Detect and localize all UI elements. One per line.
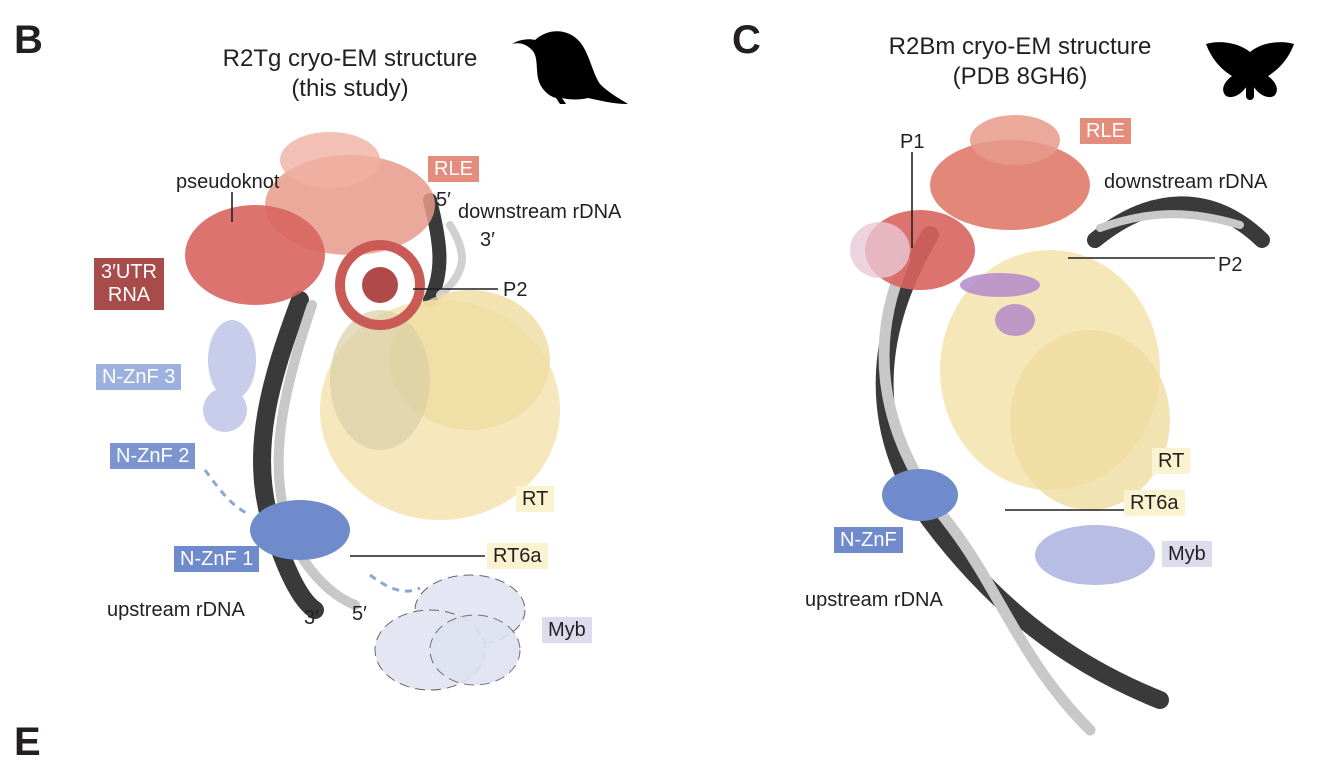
panel-b-nznf1-label: N-ZnF 1 [174, 546, 260, 572]
panel-b-upstream-label: upstream rDNA [107, 599, 245, 621]
panel-b-rt-label: RT [516, 486, 555, 512]
panel-c-upstream-label: upstream rDNA [805, 589, 943, 611]
panel-b-5prime-top-label: 5′ [436, 189, 451, 211]
panel-b-nznf3-label: N-ZnF 3 [96, 364, 182, 390]
panel-b-p2-label: P2 [503, 279, 528, 301]
panel-b-utr-rna-label: 3′UTR RNA [94, 258, 164, 310]
panel-b-title: R2Tg cryo-EM structure (this study) [190, 44, 510, 104]
panel-c-leader-lines [911, 152, 1215, 511]
panel-c-downstream-label: downstream rDNA [1104, 171, 1268, 193]
panel-b-nznf2-label: N-ZnF 2 [110, 443, 196, 469]
panel-c-title-line1: R2Bm cryo-EM structure [888, 33, 1152, 60]
panel-b-3prime-bottom-label: 3′ [304, 607, 319, 629]
bird-icon [512, 31, 628, 104]
panel-b-3prime-top-label: 3′ [480, 229, 495, 251]
panel-b-downstream-label: downstream rDNA [458, 201, 622, 223]
panel-c-myb-label: Myb [1162, 541, 1212, 567]
panel-b-rt6a-label: RT6a [487, 543, 548, 569]
structure-illustration [185, 31, 1294, 736]
panel-c-rt6a-label: RT6a [1124, 490, 1185, 516]
panel-c-nznf-label: N-ZnF [834, 527, 903, 553]
panel-b-myb-label: Myb [542, 617, 592, 643]
panel-b-pseudoknot-label: pseudoknot [176, 171, 280, 193]
panel-e-letter: E [14, 720, 41, 764]
panel-b-title-line1: R2Tg cryo-EM structure [222, 45, 478, 72]
panel-c-rt-label: RT [1152, 448, 1191, 474]
panel-c-rle-label: RLE [1080, 118, 1131, 144]
panel-c-p1-label: P1 [900, 131, 925, 153]
panel-c-title-line2: (PDB 8GH6) [952, 63, 1088, 90]
panel-b-title-line2: (this study) [291, 75, 409, 102]
panel-b-rle-label: RLE [428, 156, 479, 182]
panel-b-leader-lines [231, 192, 498, 557]
moth-icon [1206, 42, 1294, 100]
panel-b-5prime-bottom-label: 5′ [352, 603, 367, 625]
panel-c-structure [850, 115, 1270, 736]
panel-b-letter: B [14, 18, 43, 62]
panel-b-structure [185, 132, 560, 691]
panel-c-title: R2Bm cryo-EM structure (PDB 8GH6) [860, 32, 1180, 92]
panel-c-p2-label: P2 [1218, 254, 1243, 276]
panel-c-letter: C [732, 18, 761, 62]
